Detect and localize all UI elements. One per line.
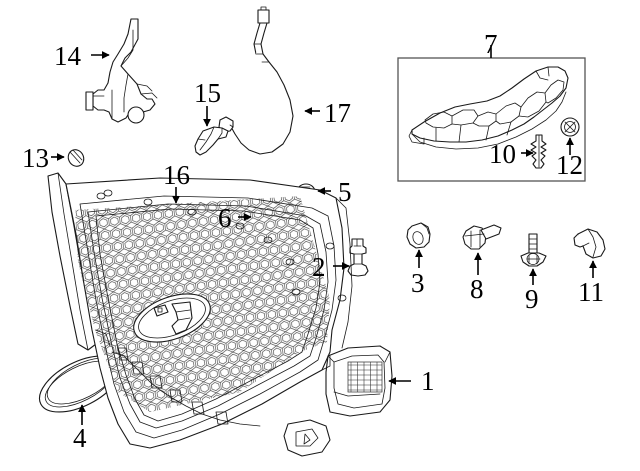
grille-bottom-mount-tab (283, 419, 331, 457)
part-12-round-cap-nut (560, 117, 580, 137)
callout-label-7: 7 (484, 29, 498, 59)
callout-label-11: 11 (578, 277, 604, 307)
callout-label-14: 14 (54, 41, 82, 71)
callout-labels: 1 2 3 4 5 6 7 8 9 10 11 12 13 14 15 16 1… (22, 29, 604, 453)
part-15-wedge-clip (194, 126, 229, 156)
callout-label-2: 2 (312, 252, 326, 282)
callout-label-1: 1 (421, 366, 435, 396)
part-11-angled-shoulder-bolt (573, 228, 606, 259)
callout-leaders (51, 45, 597, 425)
part-10-christmas-tree-clip (530, 134, 547, 169)
callout-label-4: 4 (73, 423, 87, 453)
callout-label-6: 6 (218, 203, 232, 233)
part-14-camera-bracket (85, 18, 158, 124)
detail-box-7 (397, 57, 586, 182)
part-1-grille-assembly (47, 172, 393, 457)
part-9-stud-flange (520, 233, 547, 267)
callout-label-10: 10 (489, 139, 516, 169)
callout-label-9: 9 (525, 284, 539, 314)
part-3-plastic-nut-clip (406, 222, 431, 249)
callout-label-17: 17 (324, 98, 351, 128)
callout-label-8: 8 (470, 274, 484, 304)
callout-label-13: 13 (22, 143, 49, 173)
part-8-hex-flange-bolt (462, 224, 502, 250)
callout-label-12: 12 (556, 150, 583, 180)
grille-fog-lamp-bezel (325, 345, 393, 417)
part-13-oval-plug (67, 149, 85, 167)
callout-label-16: 16 (163, 160, 190, 190)
callout-label-15: 15 (194, 78, 221, 108)
part-17-camera-cable (218, 6, 294, 155)
callout-label-5: 5 (338, 177, 352, 207)
grille-emblem-recess (133, 293, 211, 343)
part-7-reinforcement-bracket (408, 66, 569, 150)
callout-label-3: 3 (411, 268, 425, 298)
grille-upper-bosses (96, 189, 347, 302)
grille-lower-skirt (95, 329, 261, 427)
